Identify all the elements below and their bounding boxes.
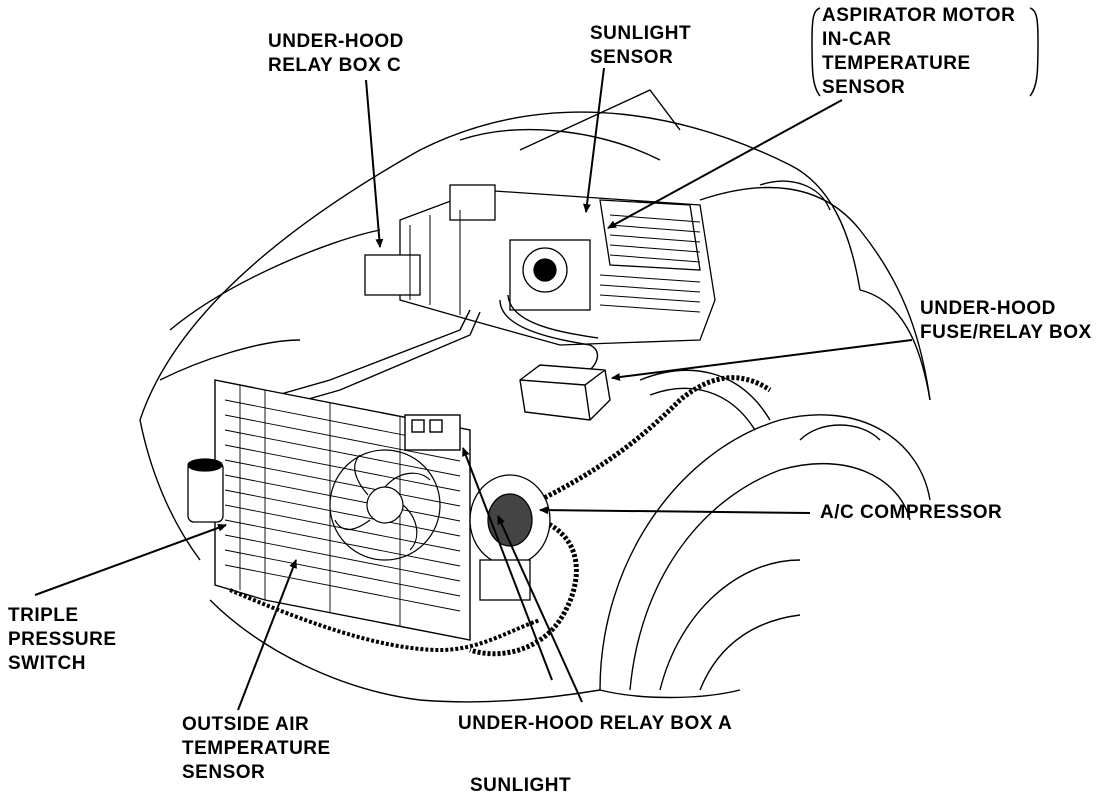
refrigerant-lines <box>259 294 599 411</box>
leader-sunlight-sensor <box>583 67 605 213</box>
leader-fuse-box <box>611 339 913 381</box>
lower-hose <box>229 588 541 653</box>
leader-triple-switch <box>34 523 227 596</box>
label-fuse-relay-box-line1: UNDER-HOOD <box>920 298 1056 319</box>
label-aspirator-line3: TEMPERATURE <box>822 53 971 74</box>
label-fuse-relay-box: UNDER-HOOD FUSE/RELAY BOX <box>920 297 1092 345</box>
ac-compressor <box>469 474 551 601</box>
label-sunlight-sensor-line2: SENSOR <box>590 47 674 68</box>
label-sunlight-sensor: SUNLIGHT SENSOR <box>590 22 691 70</box>
aspirator-brace <box>811 7 1039 97</box>
leader-compressor <box>539 506 811 515</box>
label-aspirator-line4: SENSOR <box>822 77 906 98</box>
car-body-outline <box>139 89 931 703</box>
leader-outside-air <box>237 559 297 711</box>
label-fuse-relay-box-line2: FUSE/RELAY BOX <box>920 322 1092 343</box>
relay-box-a <box>404 414 461 451</box>
fuse-relay-box <box>519 364 611 421</box>
label-triple-pressure-switch-line2: PRESSURE <box>8 629 117 650</box>
label-relay-box-a-line1: UNDER-HOOD RELAY BOX A <box>458 713 733 734</box>
label-aspirator-line1: ASPIRATOR MOTOR <box>822 5 1016 26</box>
label-relay-box-c-line1: UNDER-HOOD <box>268 31 404 52</box>
label-ac-compressor-line1: A/C COMPRESSOR <box>820 502 1003 523</box>
label-bottom-caption-line1: SUNLIGHT <box>470 775 572 796</box>
hvac-vents <box>409 210 701 315</box>
leader-lines <box>34 67 913 711</box>
leader-relay-a-2 <box>497 515 583 703</box>
label-relay-box-c-line2: RELAY BOX C <box>268 55 402 76</box>
hvac-unit <box>364 184 716 346</box>
label-outside-air-sensor-line3: SENSOR <box>182 762 266 783</box>
label-triple-pressure-switch-line1: TRIPLE <box>8 605 79 626</box>
label-sunlight-sensor-line1: SUNLIGHT <box>590 23 692 44</box>
label-triple-pressure-switch-line3: SWITCH <box>8 653 86 674</box>
label-relay-box-a: UNDER-HOOD RELAY BOX A <box>458 712 732 736</box>
label-triple-pressure-switch: TRIPLE PRESSURE SWITCH <box>8 604 117 676</box>
receiver-drier <box>187 458 224 523</box>
leader-aspirator <box>607 99 843 229</box>
label-outside-air-sensor-line2: TEMPERATURE <box>182 738 331 759</box>
condenser-fan <box>329 449 441 561</box>
wire-harness <box>469 375 772 657</box>
label-outside-air-sensor: OUTSIDE AIR TEMPERATURE SENSOR <box>182 713 331 785</box>
leader-relay-box-c <box>365 79 384 248</box>
label-bottom-caption: SUNLIGHT <box>470 774 571 798</box>
front-wheel <box>599 369 931 691</box>
label-outside-air-sensor-line1: OUTSIDE AIR <box>182 714 310 735</box>
label-relay-box-c: UNDER-HOOD RELAY BOX C <box>268 30 404 78</box>
label-aspirator-line2: IN-CAR <box>822 29 892 50</box>
leader-relay-a-1 <box>462 447 553 681</box>
label-aspirator: ASPIRATOR MOTOR IN-CAR TEMPERATURE SENSO… <box>822 4 1015 100</box>
label-ac-compressor: A/C COMPRESSOR <box>820 501 1002 525</box>
